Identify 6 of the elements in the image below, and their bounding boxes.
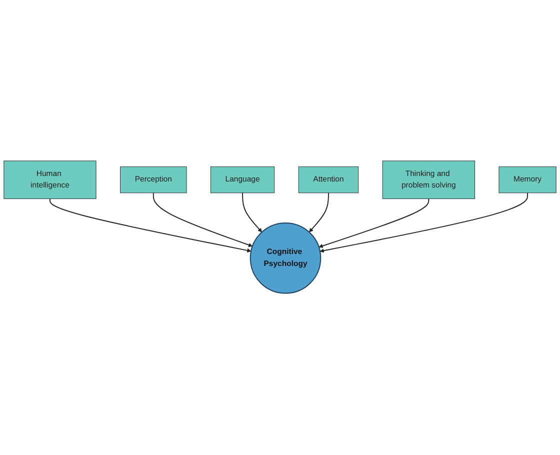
arrow bbox=[152, 192, 253, 248]
arrow bbox=[50, 198, 252, 253]
arrow bbox=[242, 192, 262, 233]
arrow bbox=[320, 192, 528, 254]
arrow bbox=[308, 192, 329, 233]
arrow bbox=[318, 198, 430, 248]
